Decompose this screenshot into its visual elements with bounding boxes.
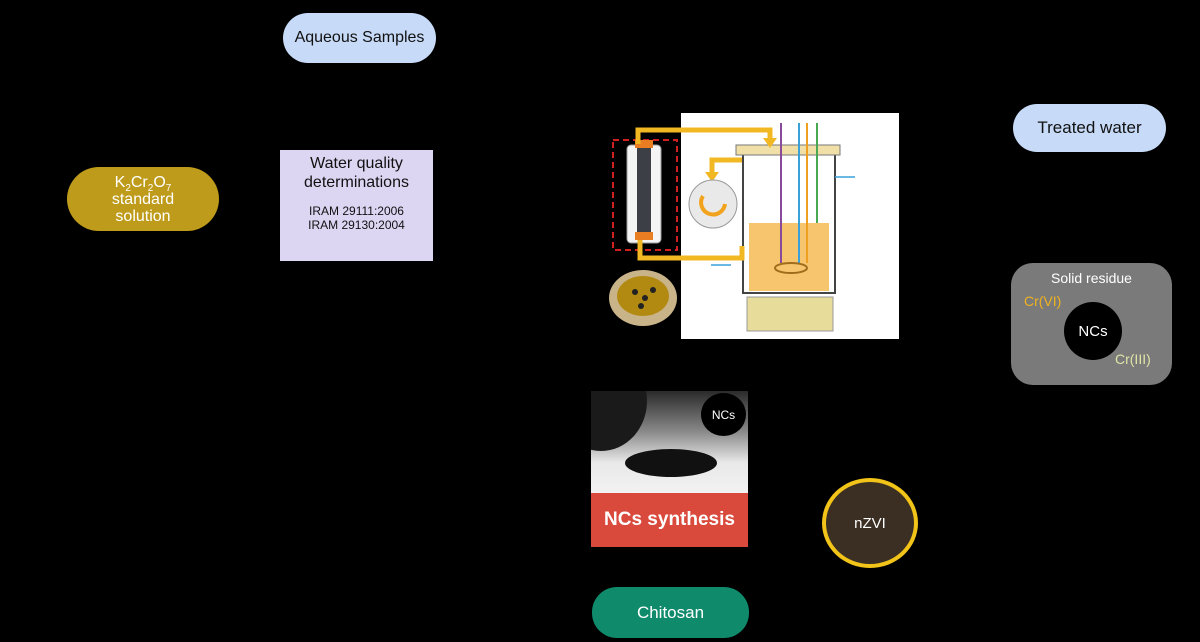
ncs-residue-label: NCs — [1078, 322, 1108, 340]
solid-residue-title: Solid residue — [1051, 270, 1132, 286]
chitosan-node: Chitosan — [592, 587, 749, 638]
ncs-beads-illustration — [591, 391, 717, 477]
water-quality-standard-2: IRAM 29130:2004 — [308, 218, 405, 232]
treated-water-node: Treated water — [1013, 104, 1166, 152]
ncs-photo-badge: NCs — [701, 393, 746, 436]
cr-iii-label: Cr(III) — [1115, 351, 1151, 367]
k2cr2o7-standard-solution-node: K2Cr2O7 standard solution — [67, 167, 219, 231]
ncs-synthesis-label: NCs synthesis — [604, 509, 735, 530]
k2cr2o7-label-line2: standard — [111, 190, 175, 208]
ncs-synthesis-banner: NCs synthesis — [591, 493, 748, 547]
aqueous-samples-node: Aqueous Samples — [283, 13, 436, 63]
recirculation-arrows — [635, 127, 777, 261]
water-quality-title: Water quality determinations — [304, 155, 409, 191]
ncs-photo-label: NCs — [711, 407, 736, 422]
ncs-residue-circle: NCs — [1064, 302, 1122, 360]
cr-vi-label: Cr(VI) — [1024, 293, 1062, 309]
aqueous-samples-label: Aqueous Samples — [294, 29, 425, 46]
treated-water-label: Treated water — [1037, 118, 1142, 137]
k2cr2o7-label-line3: solution — [115, 207, 171, 225]
stirred-reactor-illustration — [711, 123, 855, 332]
water-quality-standard-1: IRAM 29111:2006 — [309, 204, 404, 218]
nzvi-label: nZVI — [854, 514, 886, 532]
column-reactor-illustration — [609, 139, 678, 326]
k2cr2o7-formula: K2Cr2O7 — [114, 173, 172, 194]
water-quality-box: Water quality determinations IRAM 29111:… — [280, 150, 433, 261]
chitosan-label: Chitosan — [636, 602, 705, 622]
nzvi-node: nZVI — [822, 478, 918, 568]
